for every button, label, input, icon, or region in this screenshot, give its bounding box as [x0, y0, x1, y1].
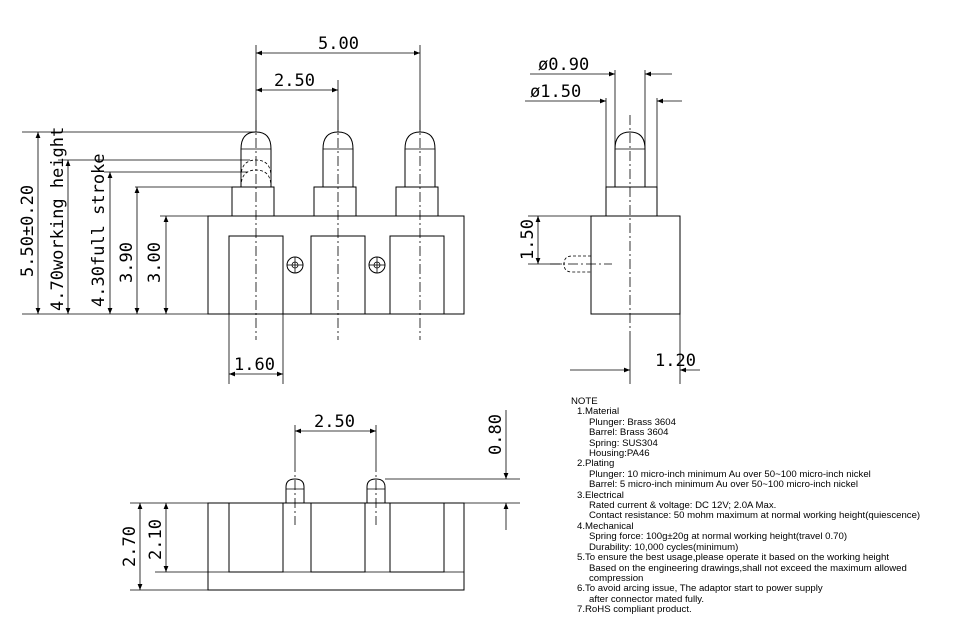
dim-dia-large: ø1.50	[530, 82, 581, 102]
note-barrel: Barrel: Brass 3604	[589, 427, 669, 439]
note-plating: 2.Plating	[577, 458, 615, 470]
bottom-pin-2	[366, 478, 386, 503]
dim-dia-small: ø0.90	[538, 55, 589, 75]
note-spring-force: Spring force: 100g±20g at normal working…	[589, 531, 848, 543]
note-usage-1: 5.To ensure the best usage,please operat…	[577, 552, 890, 564]
front-housing	[207, 215, 465, 315]
notes-heading: NOTE	[571, 396, 598, 407]
mounting-hole-2	[368, 256, 386, 274]
dim-390: 3.90	[117, 242, 137, 283]
dim-bottom-pitch: 2.50	[314, 412, 355, 432]
dim-300: 3.00	[145, 242, 165, 283]
dim-210: 2.10	[146, 519, 166, 560]
note-housing: Housing:PA46	[589, 448, 650, 460]
bottom-view: 2.50 0.80 2.70 2.10	[120, 410, 520, 591]
dim-working-height: 4.70working height	[48, 127, 68, 311]
note-durability: Durability: 10,000 cycles(minimum)	[589, 541, 739, 553]
front-view: 5.00 2.50 5.50±0.20 4.70working height 4…	[18, 34, 465, 384]
pin-2	[313, 131, 357, 217]
note-arcing-1: 6.To avoid arcing issue, The adaptor sta…	[577, 583, 823, 595]
note-spring: Spring: SUS304	[589, 437, 658, 449]
note-usage-3: compression	[589, 572, 644, 584]
note-rated: Rated current & voltage: DC 12V; 2.0A Ma…	[589, 500, 777, 512]
notes-block: NOTE 1.Material Plunger: Brass 3604 Barr…	[571, 396, 971, 616]
note-contact: Contact resistance: 50 mohm maximum at n…	[589, 510, 921, 522]
pocket-3	[389, 235, 445, 315]
note-plating-barrel: Barrel: 5 micro-inch minimum Au over 50~…	[589, 479, 858, 491]
note-plunger: Plunger: Brass 3604	[589, 416, 676, 428]
note-arcing-2: after connector mated fully.	[589, 593, 705, 605]
mounting-hole-1	[286, 256, 304, 274]
note-rohs: 7.RoHS compliant product.	[577, 604, 692, 616]
note-plating-plunger: Plunger: 10 micro-inch minimum Au over 5…	[589, 468, 871, 480]
side-housing	[590, 215, 681, 315]
dim-080: 0.80	[486, 414, 506, 455]
dim-full-stroke: 4.30full stroke	[89, 153, 109, 307]
dim-height-total: 5.50±0.20	[18, 185, 38, 277]
bottom-housing	[207, 502, 465, 591]
dim-120: 1.20	[655, 351, 696, 371]
side-view: ø0.90 ø1.50 1.50 1.20	[518, 55, 700, 384]
note-mechanical: 4.Mechanical	[577, 520, 634, 532]
dim-pitch: 2.50	[274, 71, 315, 91]
note-electrical: 3.Electrical	[577, 489, 624, 501]
pin-3	[395, 131, 439, 217]
note-usage-2: Based on the engineering drawings,shall …	[589, 562, 907, 574]
note-material: 1.Material	[577, 406, 620, 418]
dim-150: 1.50	[518, 219, 538, 260]
dim-pitch-total: 5.00	[318, 34, 359, 54]
bottom-pin-1	[285, 478, 305, 503]
dim-270: 2.70	[120, 526, 140, 567]
pin-1	[231, 131, 275, 217]
dim-160: 1.60	[234, 355, 275, 375]
